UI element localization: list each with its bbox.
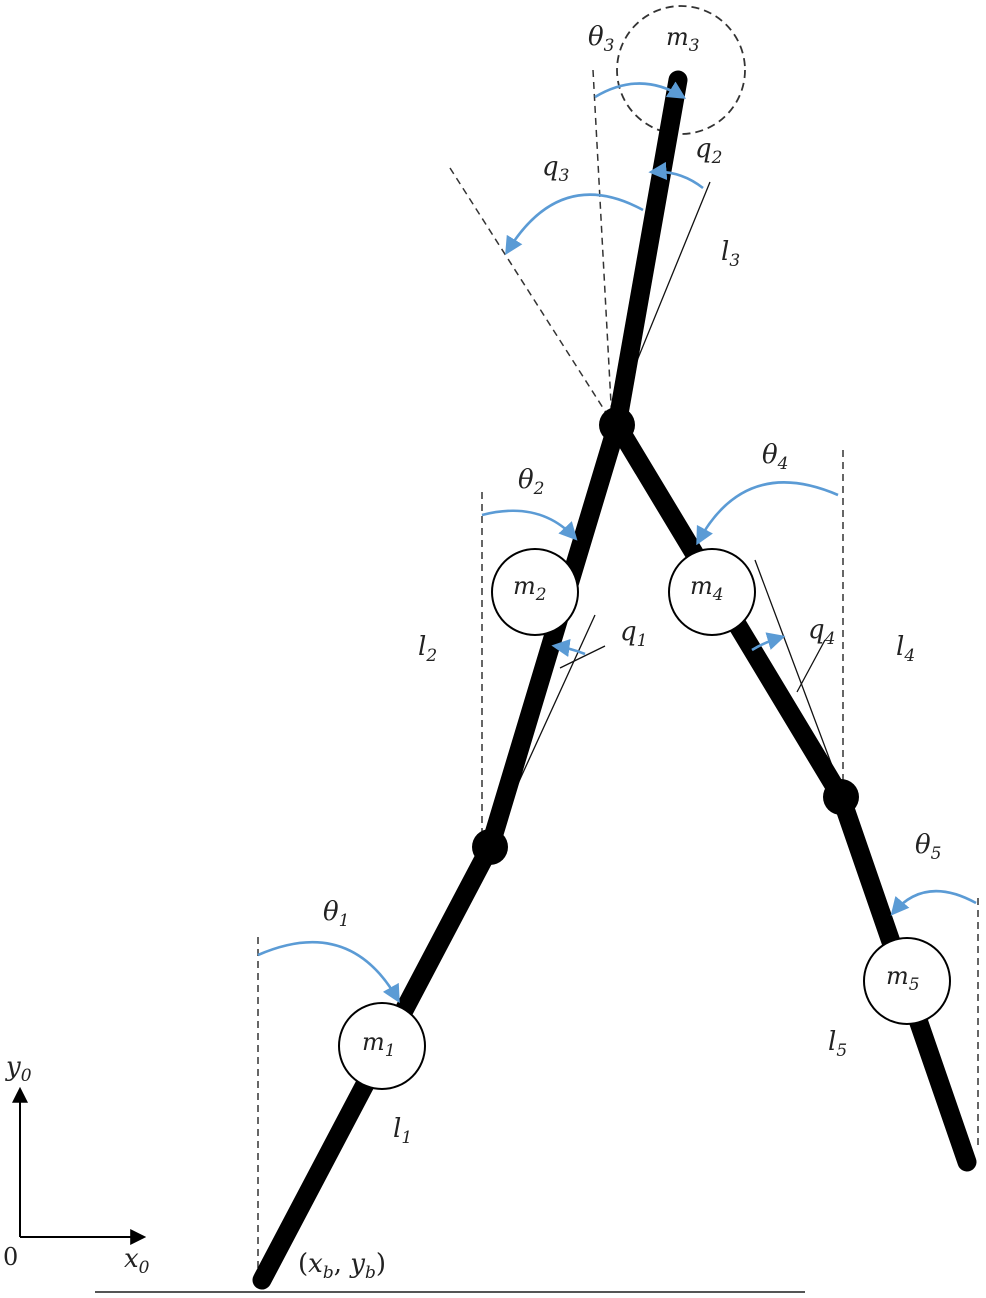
- label-l1: l1: [393, 1114, 412, 1148]
- joint-hip: [599, 407, 635, 443]
- joints: [472, 407, 859, 865]
- joint-knee-left: [472, 829, 508, 865]
- labels: θ1 θ2 θ3 θ4 θ5 q1 q2 q3 q4 l1 l2 l3 l4 l…: [3, 22, 941, 1283]
- label-q1: q1: [620, 617, 647, 651]
- mass-circles: [338, 548, 951, 1090]
- label-m3: m3: [666, 23, 700, 56]
- label-theta3: θ3: [588, 22, 614, 56]
- arrow-theta3: [594, 81, 687, 99]
- tick-q4: [796, 639, 826, 693]
- link-l2: [480, 415, 627, 857]
- tick-q1: [559, 645, 606, 669]
- label-q2: q2: [695, 134, 722, 168]
- arrow-theta4: [696, 481, 839, 546]
- arrow-theta5: [890, 889, 977, 916]
- label-base-point: (xb, yb): [298, 1249, 386, 1283]
- label-x0: x0: [124, 1244, 150, 1278]
- label-q3: q3: [542, 152, 569, 186]
- mass-m3-circle: [616, 5, 746, 135]
- mass-m4-circle: [668, 548, 756, 636]
- label-m1: m1: [362, 1028, 396, 1061]
- label-theta4: θ4: [762, 440, 788, 474]
- label-l3: l3: [721, 237, 740, 271]
- label-m5: m5: [886, 962, 920, 995]
- coordinate-axes: [12, 1086, 147, 1245]
- arrow-q1: [551, 638, 586, 657]
- reference-lines: [257, 69, 979, 1280]
- label-theta1: θ1: [323, 897, 349, 931]
- label-l2: l2: [418, 632, 437, 666]
- ref-line-theta3: [592, 69, 613, 423]
- label-y0: y0: [5, 1052, 32, 1086]
- label-m4: m4: [690, 572, 724, 605]
- label-l5: l5: [828, 1027, 847, 1061]
- label-l4: l4: [896, 632, 915, 666]
- label-q4: q4: [808, 615, 835, 649]
- ext-line-q4: [754, 559, 844, 796]
- arrow-q4: [751, 632, 786, 652]
- arrow-theta1: [257, 941, 400, 1004]
- mass-m2-circle: [491, 548, 579, 636]
- link-l3: [607, 70, 688, 435]
- mass-m1-circle: [338, 1002, 426, 1090]
- label-m2: m2: [513, 572, 547, 605]
- arrow-theta2: [481, 509, 578, 541]
- label-theta5: θ5: [915, 830, 941, 864]
- ref-line-q3: [449, 167, 613, 423]
- links: [252, 70, 977, 1290]
- arrow-q2: [648, 161, 704, 190]
- arrow-q3: [505, 193, 644, 256]
- label-theta2: θ2: [518, 465, 544, 499]
- mass-m5-circle: [863, 937, 951, 1025]
- joint-knee-right: [823, 779, 859, 815]
- label-origin: 0: [3, 1243, 18, 1271]
- angle-arrows: [257, 81, 977, 1004]
